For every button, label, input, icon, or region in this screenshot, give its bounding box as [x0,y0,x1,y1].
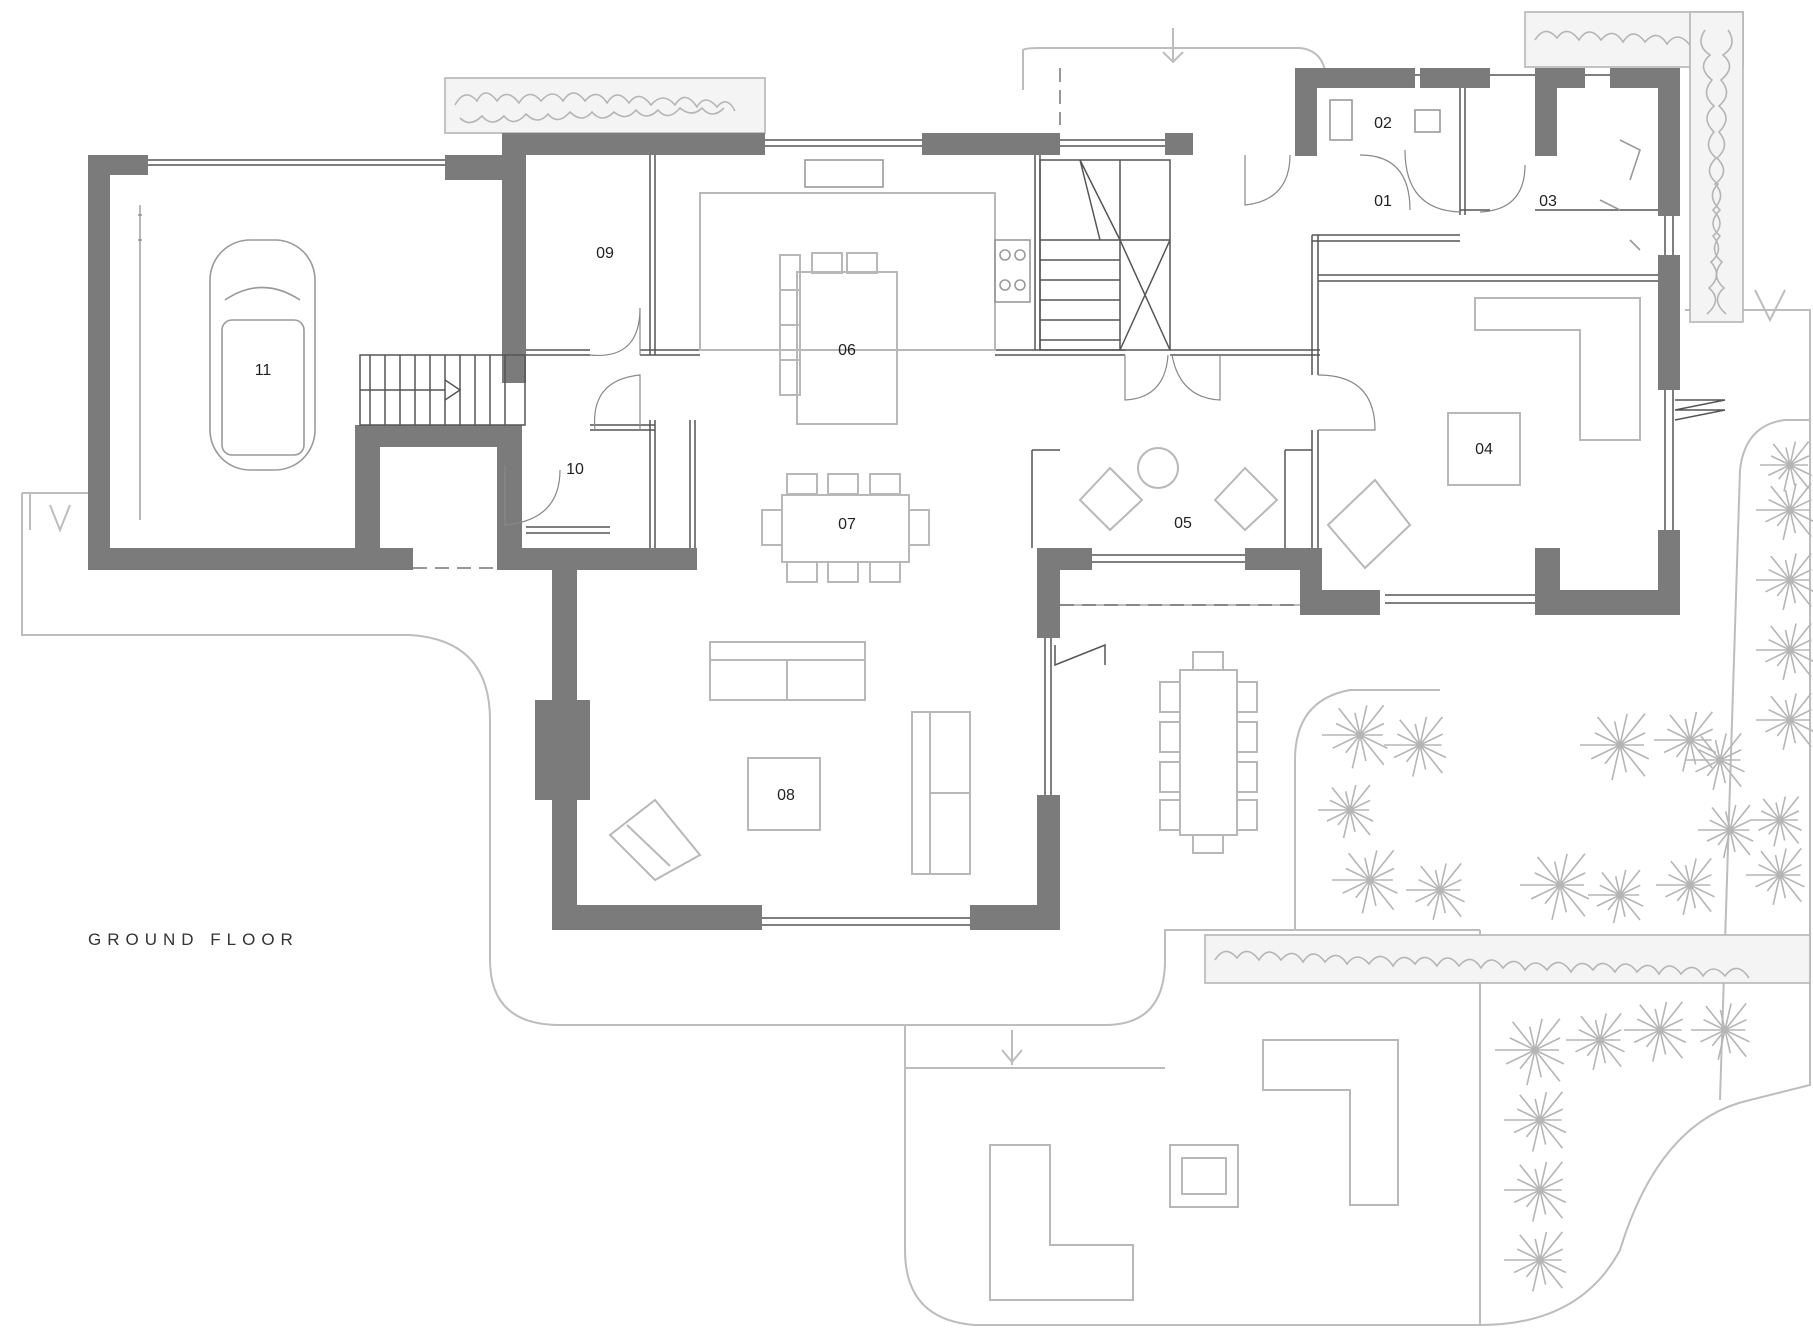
room-label-10: 10 [566,461,584,478]
shrub-icon [1384,716,1447,777]
linework [148,68,1726,926]
shrub-icon [1691,1002,1750,1060]
room-label-03: 03 [1539,193,1557,210]
room-label-09: 09 [596,245,614,262]
shrub-icon [1504,1231,1567,1292]
shrub-icon [1520,853,1590,921]
hedges [444,11,1811,984]
walls [88,68,1680,930]
shrub-icon [1760,441,1812,492]
room-labels: 01 02 03 04 05 06 07 08 09 10 11 [255,115,1557,804]
shrub-icon [1624,1001,1687,1062]
room-label-11: 11 [255,362,272,379]
plan-title: GROUND FLOOR [88,930,299,949]
room-label-04: 04 [1475,441,1493,458]
staircase-garage [359,354,526,426]
shrub-icon [1504,1091,1567,1152]
shrub-icon [1495,1018,1565,1086]
shrub-icon [1566,1012,1625,1070]
shrub-icon [1656,857,1715,915]
shrub-icon [1654,711,1717,772]
shrub-icon [1332,849,1398,914]
shrub-icon [1318,784,1374,839]
shrub-icon [1698,804,1754,859]
shrub-icon [1756,552,1813,610]
shrubs [1318,441,1813,1292]
car-icon [209,239,316,471]
shrub-icon [1406,862,1465,920]
shrub-icon [1504,1161,1567,1222]
room-label-05: 05 [1174,515,1192,532]
shrub-icon [1756,692,1813,750]
shrub-icon [1686,732,1745,790]
shrub-icon [1588,869,1644,924]
room-label-08: 08 [777,787,795,804]
room-label-06: 06 [838,342,856,359]
room-label-01: 01 [1374,193,1392,210]
shrub-icon [1746,847,1805,905]
furniture [138,99,1641,1301]
staircase-main [1039,159,1171,351]
shrub-icon [1756,482,1813,540]
shrub-icon [1580,713,1650,781]
shrub-icon [1756,622,1813,680]
shrub-icon [1322,704,1388,769]
shrub-icon [1750,796,1802,847]
site-outline [21,28,1811,1326]
room-label-07: 07 [838,516,856,533]
room-label-02: 02 [1374,115,1392,132]
